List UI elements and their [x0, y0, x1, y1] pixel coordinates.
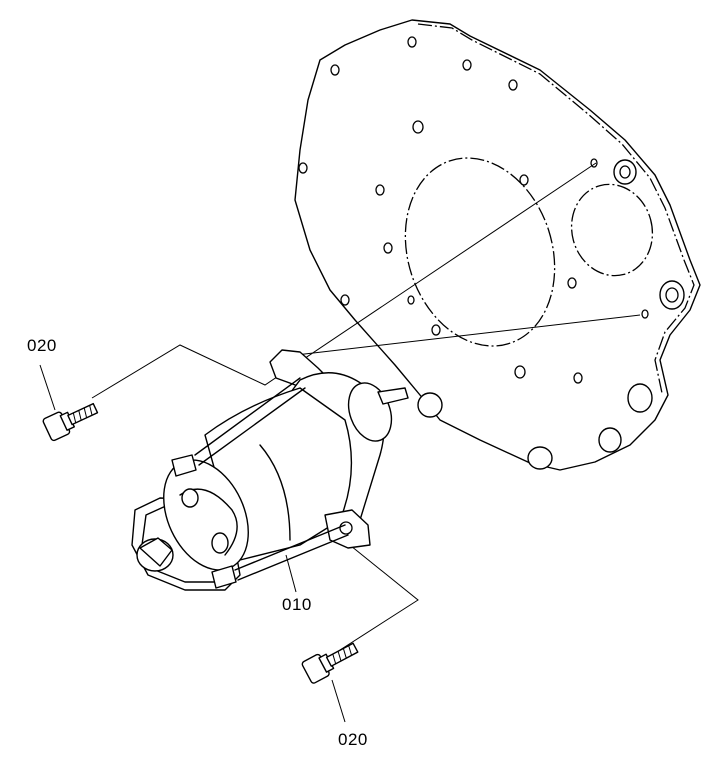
housing-center-opening: [404, 157, 556, 347]
callout-bolt-lower: 020: [338, 730, 368, 749]
callout-starter: 010: [282, 595, 312, 614]
callout-bolt-upper: 020: [27, 336, 57, 355]
flywheel-housing-plate: [294, 19, 701, 471]
starter-motor: [131, 349, 409, 591]
housing-starter-opening: [570, 183, 654, 277]
housing-bolt-holes: [298, 36, 649, 384]
bolt-upper: [42, 402, 99, 442]
housing-bosses: [417, 159, 685, 470]
bolt-lower: [301, 642, 359, 684]
leader-lines: [39, 162, 641, 723]
